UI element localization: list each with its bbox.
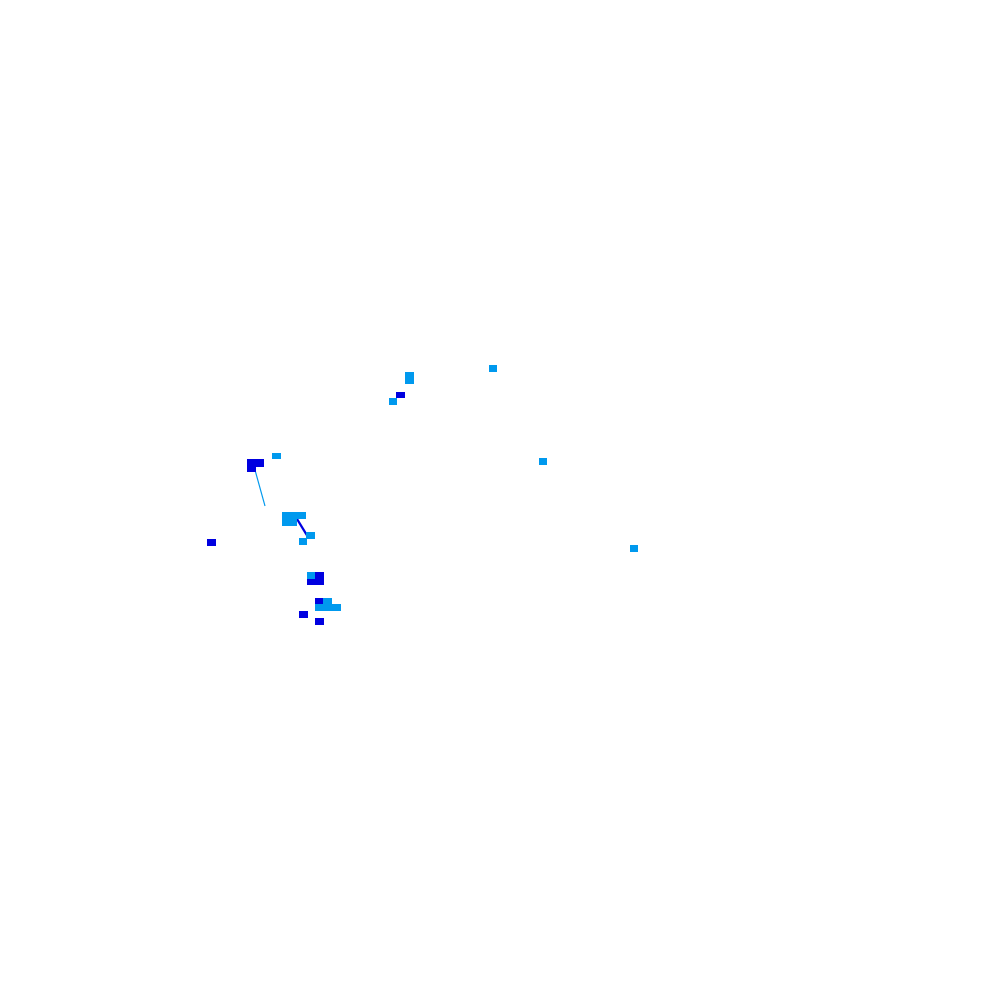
feature-a3 — [396, 392, 405, 398]
feature-f5 — [315, 604, 341, 611]
feature-d1 — [282, 512, 306, 519]
feature-h1 — [630, 545, 638, 552]
feature-b1 — [489, 365, 497, 372]
feature-f4 — [307, 572, 315, 579]
feature-c3 — [272, 453, 281, 459]
feature-f6 — [299, 611, 308, 618]
feature-i1 — [323, 598, 332, 604]
feature-f1 — [299, 538, 307, 545]
feature-a2 — [405, 378, 414, 384]
feature-d2 — [282, 519, 297, 526]
feature-a1 — [405, 372, 414, 379]
feature-c1 — [247, 459, 264, 467]
feature-f7 — [315, 618, 324, 625]
feature-d3 — [306, 532, 315, 539]
feature-e1 — [207, 539, 216, 546]
feature-a4 — [389, 398, 397, 405]
feature-c2 — [247, 466, 256, 472]
link-c-d — [254, 469, 266, 507]
feature-g1 — [539, 458, 547, 465]
